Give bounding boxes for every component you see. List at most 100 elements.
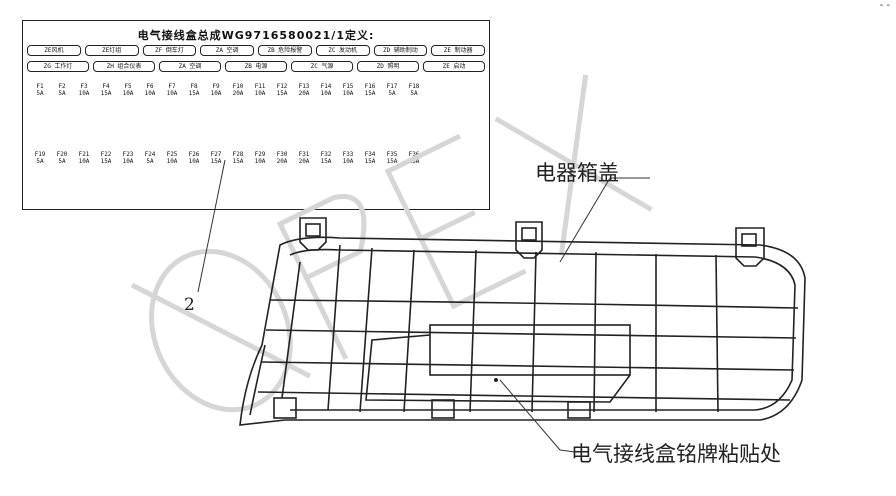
fuse-number: F19 bbox=[34, 151, 46, 158]
electrical-box-cover bbox=[239, 217, 806, 426]
fuse-number: F13 bbox=[298, 83, 310, 90]
fuse-number: F17 bbox=[386, 83, 398, 90]
leader-lines bbox=[197, 159, 650, 453]
fuse-grid-upper: F1 F2 F3 F4 F5 F6 F7 F8 F9 F10 F11 F12 F13 F14 F15 F16 F… bbox=[29, 83, 425, 97]
fuse-rating: 15A bbox=[188, 90, 200, 97]
fuse-number: F32 bbox=[320, 151, 332, 158]
fuse-number: F26 bbox=[188, 151, 200, 158]
plate-button: ZB 电源 bbox=[225, 61, 287, 72]
plate-button: ZC 气源 bbox=[291, 61, 353, 72]
fuse-rating: 20A bbox=[298, 158, 310, 165]
fuse-rating: 10A bbox=[320, 90, 332, 97]
fuse-rating: 20A bbox=[276, 158, 288, 165]
fuse-rating: 10A bbox=[254, 90, 266, 97]
cover-label: 电器箱盖 bbox=[535, 161, 619, 185]
fuse-rating: 5A bbox=[146, 158, 154, 165]
fuse-number: F7 bbox=[168, 83, 176, 90]
fuse-rating: 5A bbox=[58, 158, 66, 165]
fuse-rating: 15A bbox=[232, 158, 244, 165]
fuse-rating: 10A bbox=[188, 158, 200, 165]
fuse-rating: 15A bbox=[276, 90, 288, 97]
fuse-number: F18 bbox=[408, 83, 420, 90]
fuse-number: F3 bbox=[80, 83, 88, 90]
fuse-rating: 15A bbox=[364, 158, 376, 165]
button-row-2: ZG 工作灯 ZH 组合仪表 ZA 空调 ZB 电源 ZC 气源 ZD 照明 ZE 启动 bbox=[27, 61, 485, 72]
fuse-rating: 15A bbox=[210, 158, 222, 165]
fuse-number: F28 bbox=[232, 151, 244, 158]
fuse-rating: 10A bbox=[122, 158, 134, 165]
fuse-rating: 15A bbox=[408, 158, 420, 165]
fuse-number: F6 bbox=[146, 83, 154, 90]
fuse-rating: 5A bbox=[58, 90, 66, 97]
fuse-rating: 5A bbox=[388, 90, 396, 97]
fuse-rating: 10A bbox=[166, 158, 178, 165]
fuse-rating: 10A bbox=[78, 158, 90, 165]
fuse-number: F22 bbox=[100, 151, 112, 158]
plate-button: ZC 发动机 bbox=[315, 45, 370, 56]
fuse-number: F34 bbox=[364, 151, 376, 158]
fuse-number: F8 bbox=[190, 83, 198, 90]
fuse-number: F35 bbox=[386, 151, 398, 158]
fuse-number: F10 bbox=[232, 83, 244, 90]
fuse-rating: 5A bbox=[36, 90, 44, 97]
fuse-rating: 15A bbox=[386, 158, 398, 165]
fuse-number: F25 bbox=[166, 151, 178, 158]
fuse-number: F5 bbox=[124, 83, 132, 90]
fuse-number: F15 bbox=[342, 83, 354, 90]
plate-button: ZD 辅助制动 bbox=[373, 45, 428, 56]
fuse-number: F31 bbox=[298, 151, 310, 158]
fuse-rating: 10A bbox=[210, 90, 222, 97]
nameplate-location-label: 电气接线盒铭牌粘贴处 bbox=[571, 442, 781, 466]
fuse-number: F9 bbox=[212, 83, 220, 90]
plate-button: ZE 制动器 bbox=[431, 45, 485, 56]
callout-number: 2 bbox=[184, 295, 195, 315]
fuse-number: F23 bbox=[122, 151, 134, 158]
fuse-rating: 10A bbox=[342, 158, 354, 165]
fuse-rating: 15A bbox=[100, 158, 112, 165]
fuse-rating: 20A bbox=[298, 90, 310, 97]
plate-button: ZH 组合仪表 bbox=[93, 61, 155, 72]
fuse-number: F1 bbox=[36, 83, 44, 90]
fuse-grid-lower: F19 F20 F21 F22 F23 F24 F25 F26 F27 F28 F29 F30 F31 F… bbox=[29, 151, 425, 165]
fuse-rating: 10A bbox=[78, 90, 90, 97]
fuse-number: F11 bbox=[254, 83, 266, 90]
corner-mark: - - bbox=[879, 0, 890, 11]
nameplate-title: 电气接线盒总成WG9716580021/1定义: bbox=[137, 29, 375, 42]
fuse-number: F36 bbox=[408, 151, 420, 158]
fuse-rating: 20A bbox=[232, 90, 244, 97]
plate-button: ZB 危险报警 bbox=[258, 45, 312, 56]
fuse-rating: 5A bbox=[410, 90, 418, 97]
fuse-rating: 10A bbox=[166, 90, 178, 97]
fuse-rating: 15A bbox=[100, 90, 112, 97]
fuse-number: F33 bbox=[342, 151, 354, 158]
fuse-number: F12 bbox=[276, 83, 288, 90]
plate-button: ZD 照明 bbox=[357, 61, 419, 72]
plate-button: ZA 空调 bbox=[200, 45, 254, 56]
fuse-rating: 15A bbox=[364, 90, 376, 97]
fuse-number: F30 bbox=[276, 151, 288, 158]
plate-button: ZE灯组 bbox=[84, 45, 139, 56]
plate-button: ZA 空调 bbox=[159, 61, 221, 72]
fuse-number: F24 bbox=[144, 151, 156, 158]
plate-button: ZF 倒车灯 bbox=[142, 45, 197, 56]
fuse-number: F29 bbox=[254, 151, 266, 158]
fuse-rating: 10A bbox=[342, 90, 354, 97]
fuse-number: F20 bbox=[56, 151, 68, 158]
fuse-rating: 10A bbox=[254, 158, 266, 165]
fuse-rating: 15A bbox=[320, 158, 332, 165]
plate-button: ZE 启动 bbox=[423, 61, 485, 72]
fuse-number: F14 bbox=[320, 83, 332, 90]
fuse-number: F27 bbox=[210, 151, 222, 158]
fuse-rating: 10A bbox=[122, 90, 134, 97]
fuse-number: F4 bbox=[102, 83, 110, 90]
plate-button: ZE风机 bbox=[27, 45, 81, 56]
fuse-number: F21 bbox=[78, 151, 90, 158]
fuse-number: F2 bbox=[58, 83, 66, 90]
fuse-number: F16 bbox=[364, 83, 376, 90]
nameplate-point bbox=[494, 378, 498, 382]
plate-button: ZG 工作灯 bbox=[27, 61, 89, 72]
